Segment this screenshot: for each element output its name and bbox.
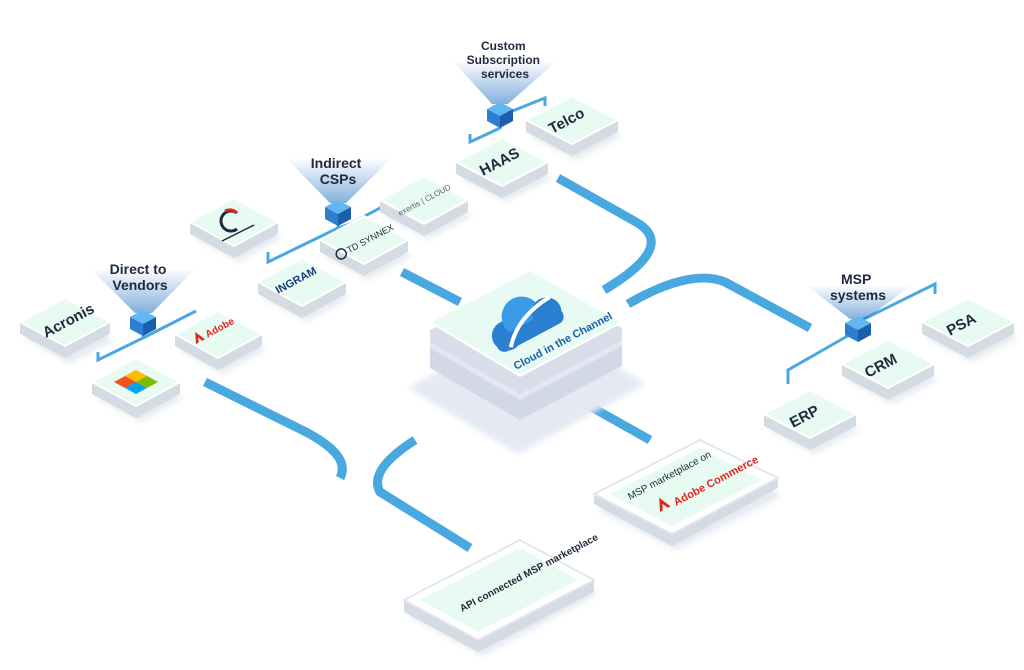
msp-systems-line: systems	[830, 287, 886, 303]
arrow-api-marketplace	[373, 436, 473, 552]
tile-erp[interactable]: ERP	[761, 388, 860, 454]
direct-vendors-line: Vendors	[112, 277, 167, 293]
tile-crm[interactable]: CRM	[839, 338, 938, 404]
group-labels: Direct to Vendors Indirect CSPs Custom S…	[110, 39, 887, 303]
label-msp-systems: MSP systems	[830, 271, 886, 303]
adobe-commerce-icon	[659, 497, 671, 512]
arrow-indirect-csps	[399, 268, 463, 306]
cloud-logo	[491, 295, 564, 352]
cube-direct-vendors	[130, 310, 156, 336]
pax8-logo-icon	[219, 208, 255, 242]
cube-indirect-csps	[325, 200, 351, 226]
tile-td-synnex[interactable]: TD SYNNEX	[317, 214, 412, 280]
tablet-adobe-commerce[interactable]: MSP marketplace on Adobe Commerce	[591, 438, 782, 550]
cube-subscriptions	[487, 102, 513, 128]
indirect-csps-line: Indirect	[311, 155, 362, 171]
beams	[90, 60, 912, 319]
label-custom-subscription: Custom Subscription services	[467, 39, 544, 81]
tile-exertis[interactable]: exertis | CLOUD	[377, 174, 472, 240]
arrow-direct-vendors	[203, 377, 347, 481]
cube-msp-systems	[845, 316, 871, 342]
label-indirect-csps: Indirect CSPs	[311, 155, 365, 187]
tile-psa[interactable]: PSA	[919, 296, 1018, 362]
tile-telco[interactable]: Telco	[523, 94, 622, 160]
custom-subscription-line: Subscription	[467, 53, 540, 67]
indirect-csps-line: CSPs	[320, 171, 357, 187]
tile-ingram[interactable]: INGRAM	[255, 256, 350, 322]
tablet-api-marketplace[interactable]: API connected MSP marketplace	[401, 532, 601, 656]
microsoft-icon	[114, 370, 158, 394]
label-direct-vendors: Direct to Vendors	[110, 261, 171, 293]
custom-subscription-line: Custom	[481, 39, 526, 53]
custom-subscription-line: services	[481, 67, 529, 81]
arrow-subscriptions	[555, 174, 656, 294]
direct-vendors-line: Direct to	[110, 261, 167, 277]
msp-systems-line: MSP	[841, 271, 871, 287]
arrow-msp-systems	[625, 273, 813, 332]
tile-pax8[interactable]	[187, 196, 282, 262]
tile-microsoft[interactable]	[89, 356, 184, 422]
tile-haas[interactable]: HAAS	[453, 136, 552, 202]
center-platform[interactable]: Cloud in the Channel	[408, 268, 646, 454]
adobe-icon	[195, 331, 205, 344]
tile-adobe[interactable]: Adobe	[172, 309, 266, 374]
td-synnex-icon	[335, 248, 347, 260]
connector-arrows	[203, 174, 813, 552]
tile-acronis[interactable]: Acronis	[17, 296, 114, 364]
